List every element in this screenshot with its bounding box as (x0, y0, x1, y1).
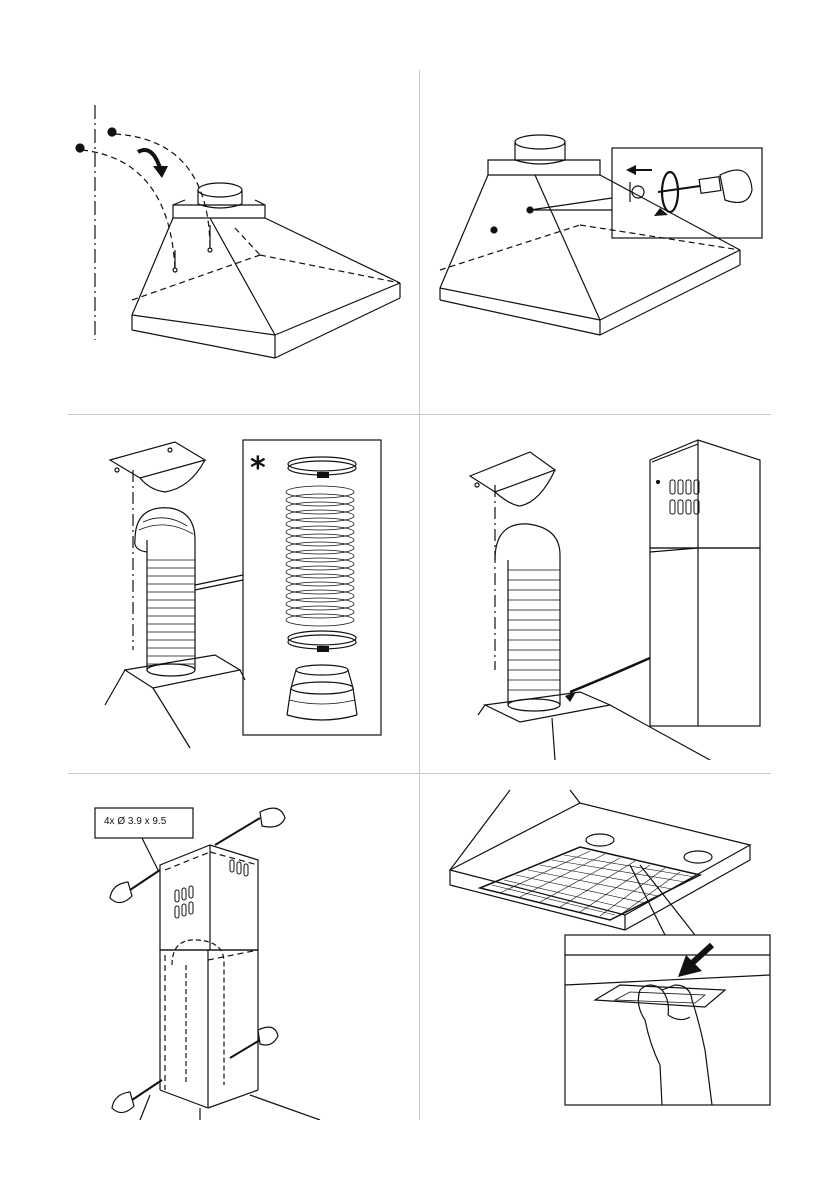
screwdriver-icon (110, 870, 160, 903)
step-2-panel (430, 120, 780, 350)
filter-grid-icon (480, 847, 700, 920)
chimney-cover-icon (650, 440, 760, 726)
screwdriver-icon (112, 1080, 162, 1113)
rotate-clockwise-icon (654, 172, 678, 216)
vertical-separator (419, 70, 420, 1120)
rotate-arrow-icon (138, 150, 160, 168)
hood-screw-tightening-illustration (430, 120, 780, 350)
flexible-duct-illustration: * (95, 430, 395, 760)
pull-arrow-icon (678, 945, 712, 977)
screw-detail-icon (630, 182, 644, 202)
grease-filter-illustration (440, 785, 780, 1110)
horizontal-separator-bottom (68, 773, 771, 774)
screwdriver-icon (215, 808, 285, 845)
hood-light-icon (684, 851, 712, 863)
horizontal-separator-top (68, 414, 771, 415)
step-6-panel (440, 785, 780, 1110)
step-1-panel (60, 100, 410, 400)
duct-bracket-icon (110, 442, 205, 492)
hood-light-icon (586, 834, 614, 846)
chimney-fitting-illustration (460, 430, 780, 760)
optional-marker: * (250, 451, 266, 486)
chimney-screwing-illustration (90, 790, 410, 1120)
hood-screw-icon (491, 207, 533, 233)
hood-hanging-illustration (60, 100, 410, 400)
step-3-panel: * (95, 430, 395, 760)
push-arrow-icon (626, 165, 652, 175)
screwdriver-icon (230, 1027, 278, 1058)
screwdriver-icon (658, 170, 752, 202)
step-4-panel (460, 430, 780, 760)
step-5-panel: 4x Ø 3.9 x 9.5 (90, 790, 410, 1120)
power-cable-icon (570, 658, 650, 692)
screw-spec-label: 4x Ø 3.9 x 9.5 (104, 816, 166, 827)
wall-screw-icon (76, 128, 116, 152)
